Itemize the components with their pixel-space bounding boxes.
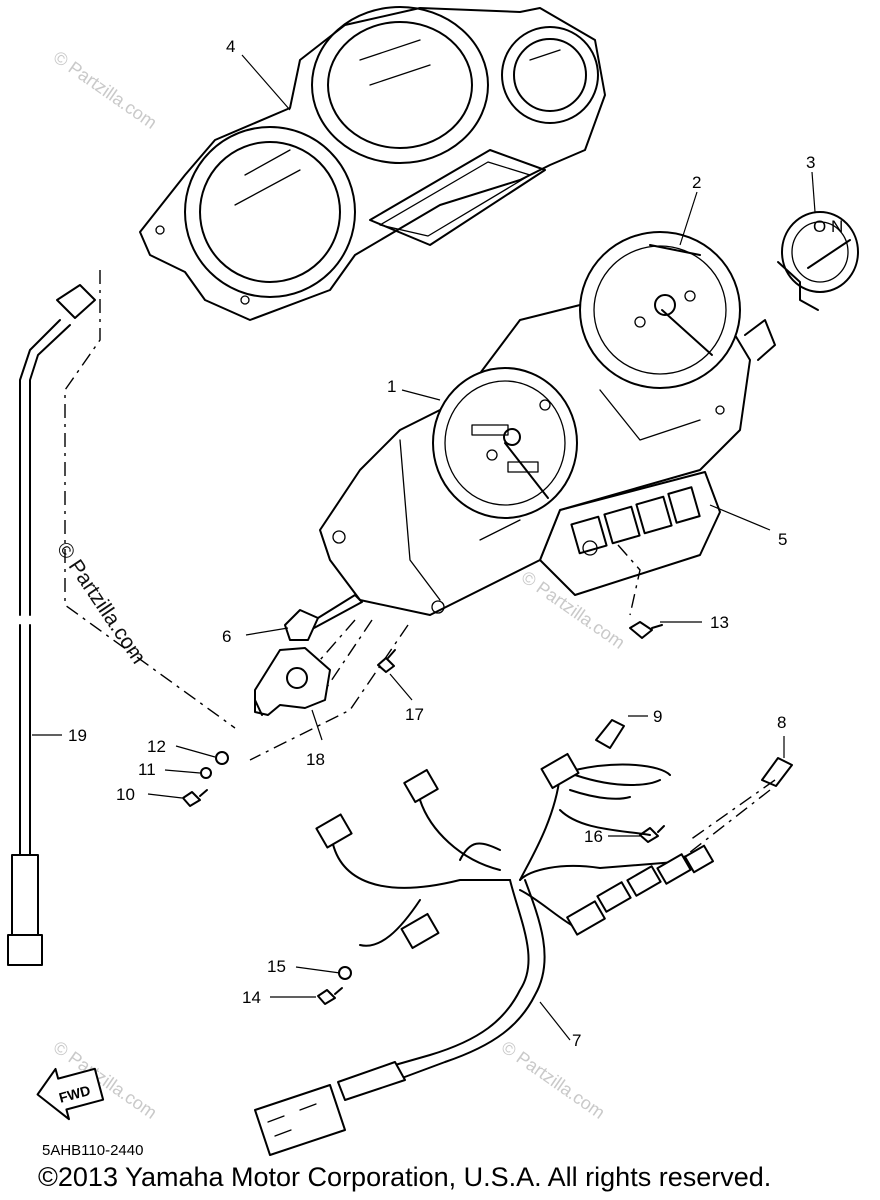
callouts: 1 2 3 4 5 6 7 8 9 10 11 12 13 14 15 16 1… (68, 37, 815, 1050)
fwd-arrow-icon: FWD (36, 1067, 105, 1121)
callout-3: 3 (806, 153, 815, 172)
callout-7: 7 (572, 1031, 581, 1050)
callout-1: 1 (387, 377, 396, 396)
watermark: © Partzilla.com (50, 47, 161, 133)
part-19-speedometer-cable (7, 284, 96, 966)
part-6-socket (284, 594, 363, 641)
callout-19: 19 (68, 726, 87, 745)
callout-18: 18 (306, 750, 325, 769)
callout-14: 14 (242, 988, 261, 1007)
leader-lines (32, 54, 816, 1041)
callout-9: 9 (653, 707, 662, 726)
watermark: © Partzilla.com (498, 1037, 609, 1123)
part-7-wire-harness (254, 752, 715, 1156)
diagram-code: 5AHB110-2440 (42, 1142, 144, 1159)
callout-2: 2 (692, 173, 701, 192)
fwd-label: FWD (57, 1082, 92, 1106)
callout-5: 5 (778, 530, 787, 549)
callout-11: 11 (138, 760, 156, 779)
part-3-small-gauge: O N (777, 211, 859, 311)
callout-8: 8 (777, 713, 786, 732)
callout-4: 4 (226, 37, 235, 56)
watermark-main: © Partzilla.com (52, 538, 150, 668)
gauge-on-label: O N (813, 217, 843, 236)
copyright-notice: ©2013 Yamaha Motor Corporation, U.S.A. A… (38, 1162, 772, 1192)
callout-15: 15 (267, 957, 286, 976)
bulbs (595, 719, 793, 787)
callout-12: 12 (147, 737, 166, 756)
callout-10: 10 (116, 785, 135, 804)
callout-13: 13 (710, 613, 729, 632)
part-1-speedometer (432, 367, 578, 519)
callout-6: 6 (222, 627, 231, 646)
part-2-tachometer (579, 231, 776, 389)
part-4-meter-cover (139, 6, 606, 321)
callout-17: 17 (405, 705, 424, 724)
part-18-gear-unit (254, 647, 331, 716)
assembly-lines (64, 270, 776, 861)
callout-16: 16 (584, 827, 603, 846)
fasteners (182, 621, 665, 1005)
